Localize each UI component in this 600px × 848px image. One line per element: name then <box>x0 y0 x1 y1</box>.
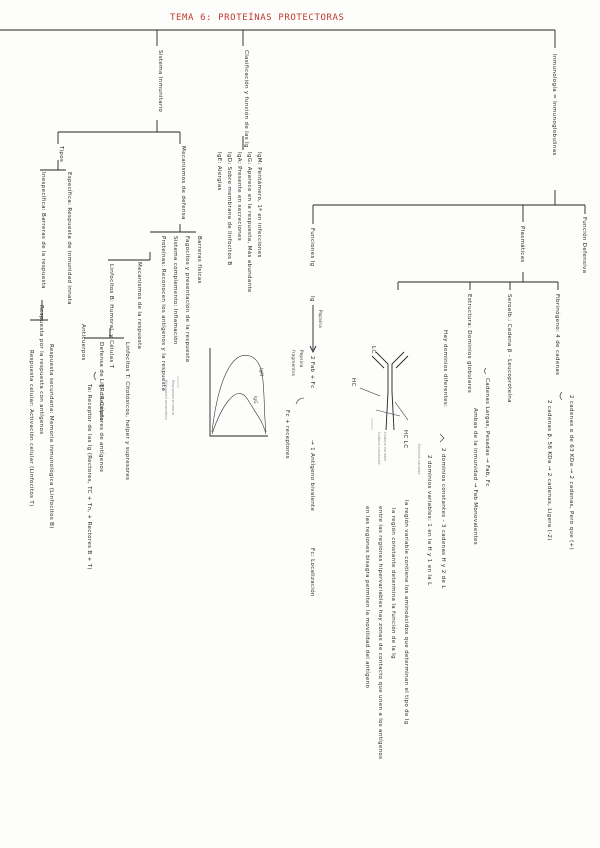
cadena-variable-label: Cadena variable <box>383 432 387 462</box>
tipos-label: Tipos <box>58 145 64 162</box>
anticuerpos-text: Anticuerpos <box>80 324 86 361</box>
dominio-variable-label: Dominio variable <box>417 444 421 475</box>
union-label: Fc + receptores <box>284 410 290 459</box>
pepsina-label: Pepsina <box>299 350 304 368</box>
region-text-1: la región variable contiene los aminoáci… <box>403 500 410 725</box>
defensa-text-2: Fagocitos y presentación de la respuesta <box>184 236 191 362</box>
antigeno-bivalente-label: → 1 Antígeno bivalente <box>309 440 316 512</box>
estructura-line-1: Cadenas Largas, Pesadas → Fab, Fc <box>484 378 490 487</box>
respuesta-primaria-label: Respuesta primaria <box>171 380 175 415</box>
region-text-3: entre las regiones hipervariables hay zo… <box>377 506 384 759</box>
sa-text-1: Respuesta por la respuesta con antígenos <box>38 305 45 434</box>
branch-inmunoglobulinas-label: Inmunología = Inmunoglobulinas <box>551 54 558 156</box>
defensa-text-4: Proteínas: Reconocen los antígenos y la … <box>160 236 167 391</box>
papaina-label: Papaína <box>318 310 323 328</box>
ta-text: TR: Receptores de antígenos <box>98 383 105 472</box>
ige-text: IgE: Alergias <box>216 152 222 191</box>
dominio-constante: 2 dominios constantes - 3 cadenas H y 2 … <box>440 448 446 589</box>
fragmento-label: fragmentos <box>291 350 296 376</box>
igd-text: IgD: Sobre membrana de linfocitos B <box>226 152 232 266</box>
linfocitos-text: Linfocitos T: Citotóxicos, helper y supr… <box>124 342 131 480</box>
defensa-text-3: Sistema complemento: Inflamación <box>172 236 179 345</box>
especifica-respuesta-text: Mecanismos de la respuesta <box>136 262 142 349</box>
ig-label: Ig <box>309 296 315 302</box>
defensa-text-1: Barreras físicas <box>196 236 203 284</box>
antibody-sketch <box>359 351 409 431</box>
respuesta-secundaria-label: Respuesta secundaria <box>164 380 168 420</box>
iga-text: IgA: Presente en secreciones <box>236 152 242 241</box>
region-text-4: en las regiones bisagra permiten la movi… <box>364 506 371 689</box>
fc-localizacion-label: Fc: Localización <box>309 548 316 597</box>
plasmaticas-label: Plasmáticas <box>519 226 526 263</box>
hc-lc-label: HC LC <box>402 430 408 448</box>
celular-text: Linfocitos B: Humoral, y Células T <box>108 264 115 369</box>
inespecifica-text: Inespecífica: Barreras de la respuesta <box>40 172 47 289</box>
fibrinogeno-brace <box>559 391 563 401</box>
funciones-ig-label: Funciones Ig <box>309 228 315 267</box>
estructura-line-2: Ambas de la inmunidad → Fab Monovalentes <box>472 408 478 545</box>
funcion-defensiva-label: Función Defensiva <box>581 217 588 273</box>
fibrinogeno-line-2: 2 cadenas β, 56 KDa → 2 cadenas, Ligera … <box>546 400 552 541</box>
branch-clasificacion-label: Clasificación y función de las Ig <box>243 50 250 148</box>
page-title: TEMA 6: PROTEÍNAS PROTECTORAS <box>170 11 345 23</box>
response-graph <box>209 348 268 437</box>
humoral-text: Defensa de Lig. de Célula <box>98 342 105 421</box>
tb-text: Ta: Receptor de las Ig (Rectores, TC + T… <box>86 383 92 570</box>
mecanismos-defensa-label: Mecanismos de defensa <box>180 146 186 220</box>
fibrinogeno-heading: Fibrinógeno: 4 de cadenas <box>554 294 561 375</box>
region-text-2: la región constante determina la función… <box>390 508 397 659</box>
dominios-bracket <box>439 433 445 443</box>
funciones-arrowhead <box>309 345 317 354</box>
dominio-variable: 2 dominios variables: 1 en la H y 1 en l… <box>426 455 432 586</box>
igg-text: IgG: Aparece en la respuesta, Más abunda… <box>246 152 253 293</box>
hay-dominios-label: Hay dominios diferentes: <box>442 330 448 407</box>
lc-label: LC <box>370 346 376 354</box>
fc-curve <box>295 397 305 405</box>
humoral-bracket <box>93 371 97 381</box>
cadena-constante-label: Cadena constante <box>377 432 381 465</box>
sa-text-2: Respuesta secundaria: Memoria inmunológi… <box>48 344 55 529</box>
igm-text: IgM: Pentámero, 1ª en infecciones <box>256 152 263 258</box>
especifica-text: Específica: Respuesta de inmunidad innat… <box>66 172 73 305</box>
hc-label: HC <box>350 378 356 387</box>
estructura-bracket <box>484 367 487 375</box>
estructura-text: Estructura: Dominios globulares <box>466 294 472 393</box>
sa-text-3: Respuesta celular: Activación celular (L… <box>28 350 35 507</box>
graph-igm-label: IgM <box>259 368 264 376</box>
fab-fc-label: 2 Fab + Fc <box>309 356 315 389</box>
seroalbumina-text: Seroalb.: Cadena β - Leucoproteína <box>506 294 513 403</box>
fibrinogeno-line-1: 2 cadenas α de 63 KDa → 2 cadenas, Pero … <box>568 395 574 550</box>
graph-igg-label: IgG <box>253 396 258 404</box>
branch-sistema-label: Sistema Inmunitario <box>157 50 163 112</box>
